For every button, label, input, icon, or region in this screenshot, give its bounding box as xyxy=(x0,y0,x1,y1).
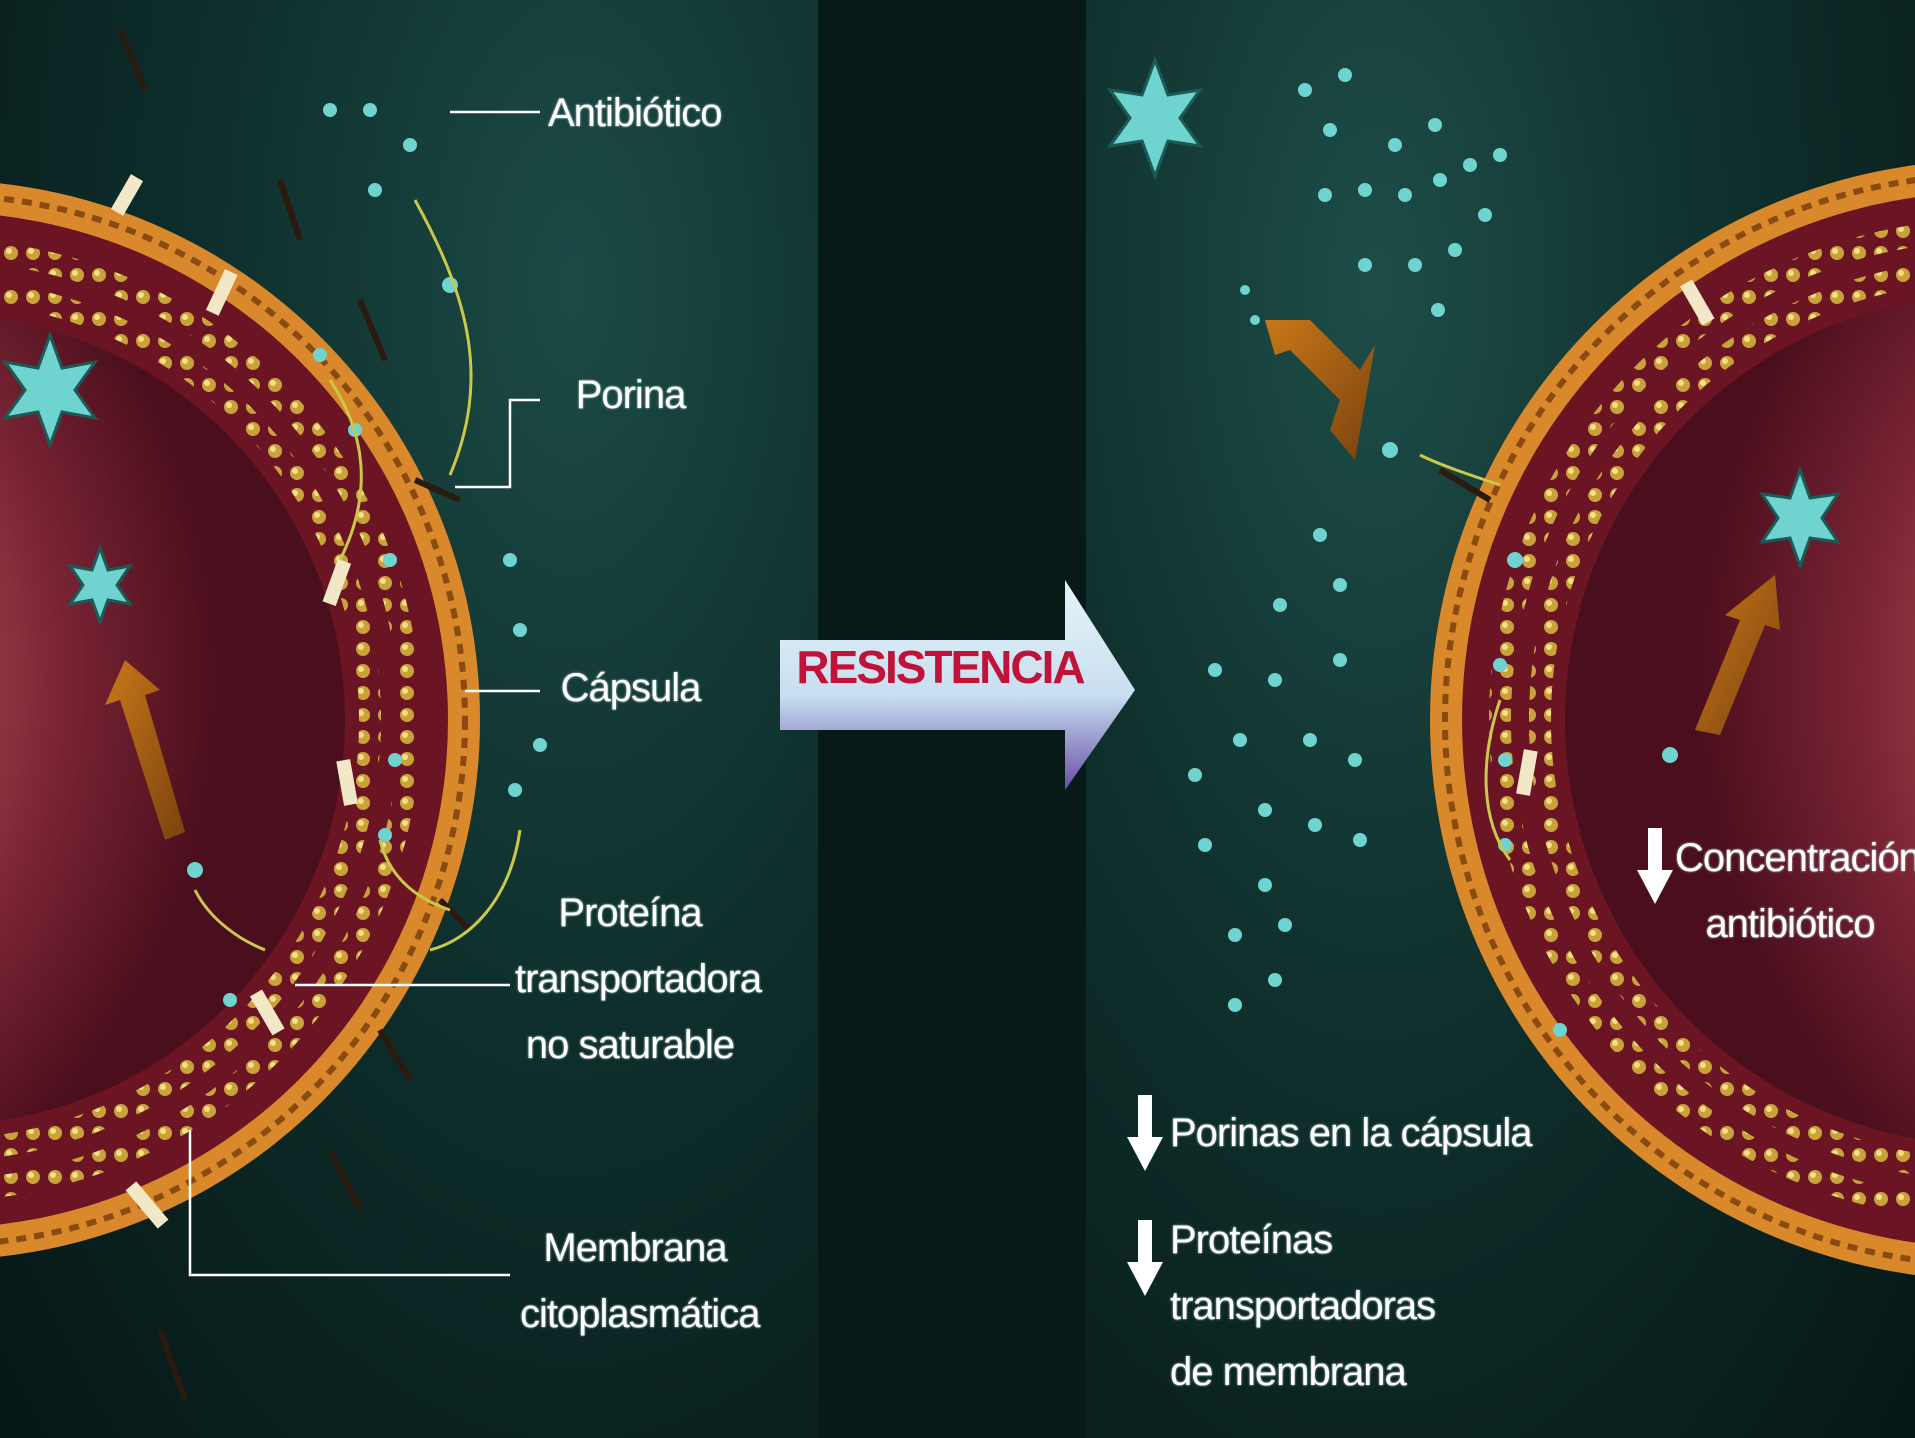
label-transport-line-3: no saturable xyxy=(515,1012,745,1078)
label-concentration-line-1: Concentración xyxy=(1675,825,1905,891)
label-concentration: Concentración antibiótico xyxy=(1675,825,1905,957)
label-membrane-line-1: Membrana xyxy=(520,1215,750,1281)
pathway-line xyxy=(415,200,471,475)
antibiotic-star xyxy=(1110,60,1200,176)
label-concentration-line-2: antibiótico xyxy=(1675,891,1905,957)
down-arrow-icon xyxy=(1125,1220,1165,1296)
porin xyxy=(120,30,145,90)
legend-transport-line-2: de membrana xyxy=(1170,1339,1570,1405)
label-transport-line-2: transportadora xyxy=(515,946,745,1012)
down-arrow-icon xyxy=(1125,1095,1165,1171)
porin xyxy=(360,300,385,360)
porin xyxy=(330,1150,360,1210)
left-cell xyxy=(0,180,480,1260)
label-membrane: Membrana citoplasmática xyxy=(520,1215,750,1347)
orange-arrow-right-top xyxy=(1265,320,1375,460)
transport-protein xyxy=(111,174,143,216)
porin xyxy=(280,180,300,240)
label-transport-line-1: Proteína xyxy=(515,880,745,946)
resistance-label: RESISTENCIA xyxy=(790,640,1090,694)
down-arrow-icon xyxy=(1635,828,1675,904)
legend-transport-line-1: Proteínas transportadoras xyxy=(1170,1207,1570,1339)
legend-transport: Proteínas transportadoras de membrana xyxy=(1170,1207,1570,1405)
label-antibiotic: Antibiótico xyxy=(548,80,718,146)
porin xyxy=(160,1330,185,1400)
porin xyxy=(440,900,470,930)
porin xyxy=(380,1030,410,1080)
label-transport-protein: Proteína transportadora no saturable xyxy=(515,880,745,1078)
legend-porins: Porinas en la cápsula xyxy=(1170,1100,1590,1166)
label-capsule: Cápsula xyxy=(548,655,713,721)
label-membrane-line-2: citoplasmática xyxy=(520,1281,750,1347)
label-porin: Porina xyxy=(548,362,713,428)
